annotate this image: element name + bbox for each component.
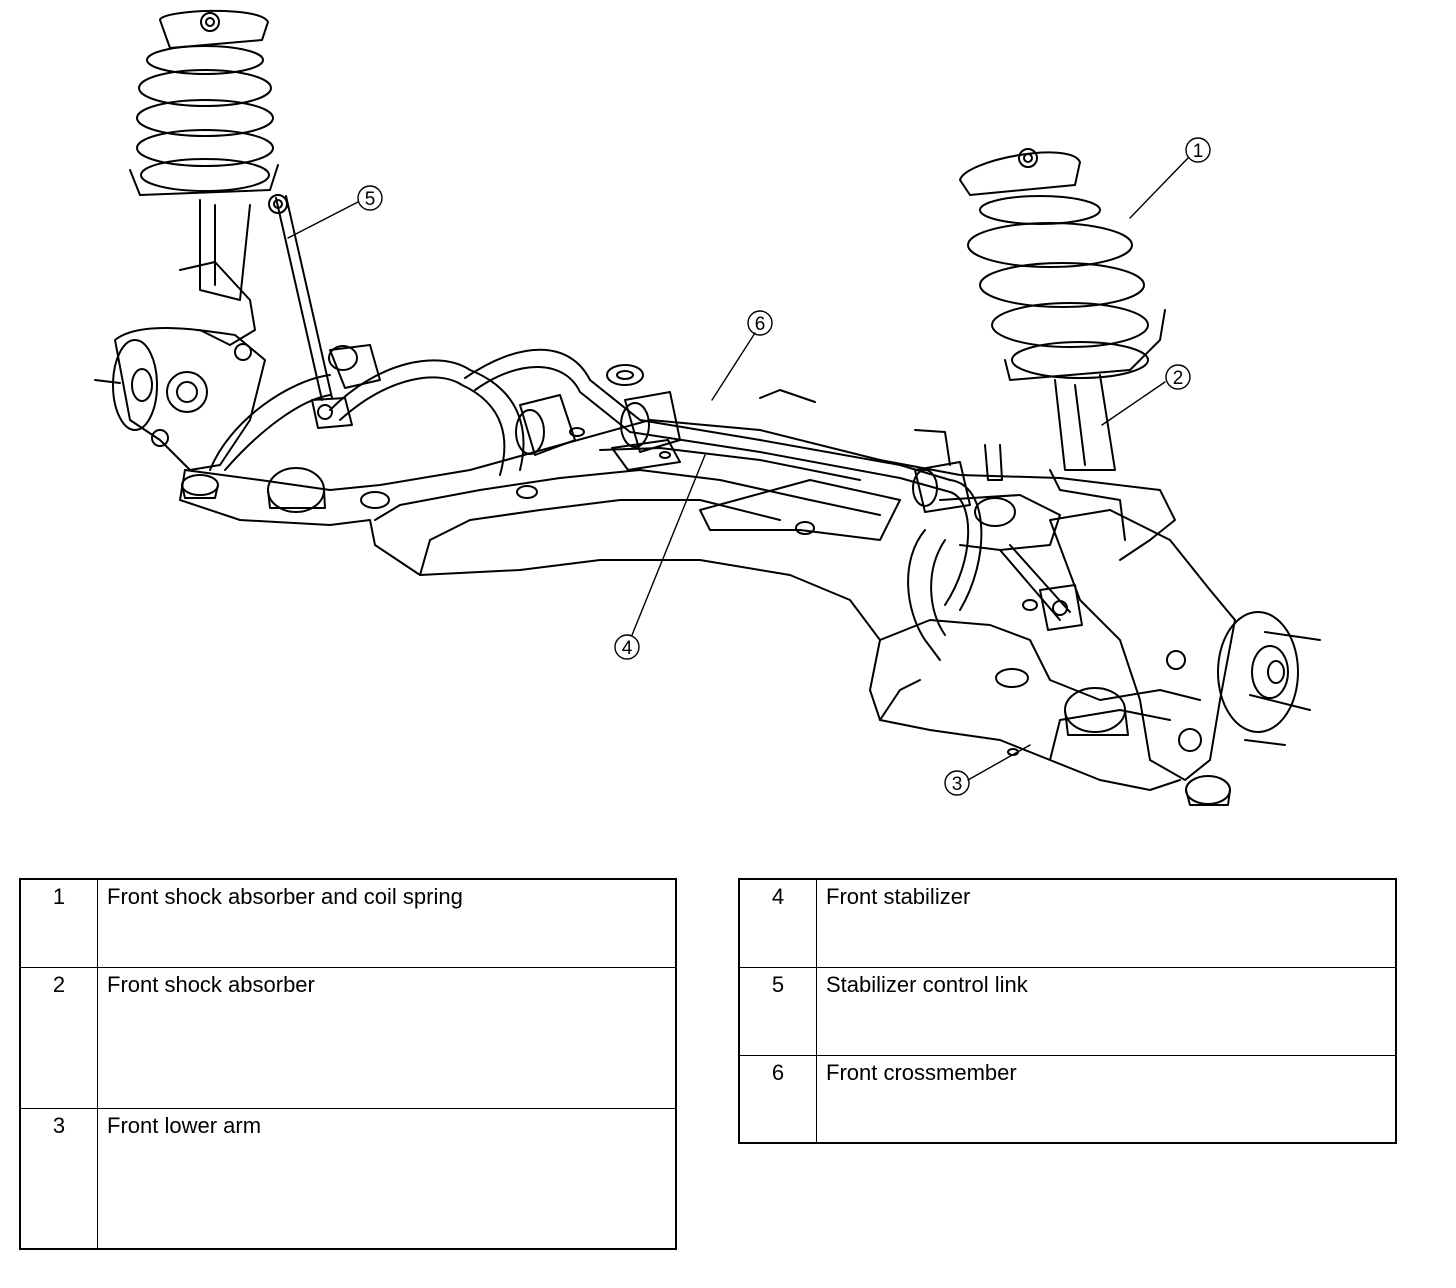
legend-row: 5 Stabilizer control link xyxy=(738,966,1397,1056)
legend-row: 1 Front shock absorber and coil spring xyxy=(19,878,677,968)
callout-2-label: 2 xyxy=(1173,368,1184,389)
callout-6-label: 6 xyxy=(755,314,766,335)
left-lower-arm-drawing xyxy=(209,194,381,513)
legend-table-right: 4 Front stabilizer 5 Stabilizer control … xyxy=(738,878,1397,1144)
crossmember-fittings-drawing xyxy=(569,364,951,466)
legend-description: Stabilizer control link xyxy=(816,966,1397,1056)
legend-number: 5 xyxy=(738,966,817,1056)
right-lower-arm-drawing xyxy=(907,444,1129,736)
right-strut-assembly-drawing xyxy=(959,148,1321,806)
callout-6: 6 xyxy=(711,310,773,401)
legend-table-left: 1 Front shock absorber and coil spring 2… xyxy=(19,878,677,1250)
callout-4: 4 xyxy=(614,454,706,660)
front-suspension-diagram: 1 2 3 4 5 6 xyxy=(94,9,1321,806)
callout-3-label: 3 xyxy=(952,774,963,795)
legend-row: 2 Front shock absorber xyxy=(19,966,677,1109)
legend-description: Front lower arm xyxy=(97,1107,677,1250)
legend-row: 3 Front lower arm xyxy=(19,1107,677,1250)
legend-number: 3 xyxy=(19,1107,98,1250)
callout-2: 2 xyxy=(1101,364,1191,426)
front-crossmember-drawing xyxy=(179,419,1201,791)
legend-description: Front shock absorber and coil spring xyxy=(97,878,677,968)
legend-number: 4 xyxy=(738,878,817,968)
callout-1-label: 1 xyxy=(1193,141,1204,162)
left-strut-assembly-drawing xyxy=(94,9,279,499)
legend-row: 4 Front stabilizer xyxy=(738,878,1397,968)
legend-number: 2 xyxy=(19,966,98,1109)
callout-5-label: 5 xyxy=(365,189,376,210)
callout-3: 3 xyxy=(944,744,1031,796)
legend-description: Front crossmember xyxy=(816,1054,1397,1144)
legend-number: 6 xyxy=(738,1054,817,1144)
legend-row: 6 Front crossmember xyxy=(738,1054,1397,1144)
legend-description: Front shock absorber xyxy=(97,966,677,1109)
legend-description: Front stabilizer xyxy=(816,878,1397,968)
front-stabilizer-drawing xyxy=(329,348,983,611)
callout-1: 1 xyxy=(1129,137,1211,219)
callout-4-label: 4 xyxy=(622,638,633,659)
callout-5: 5 xyxy=(287,185,383,239)
legend-number: 1 xyxy=(19,878,98,968)
